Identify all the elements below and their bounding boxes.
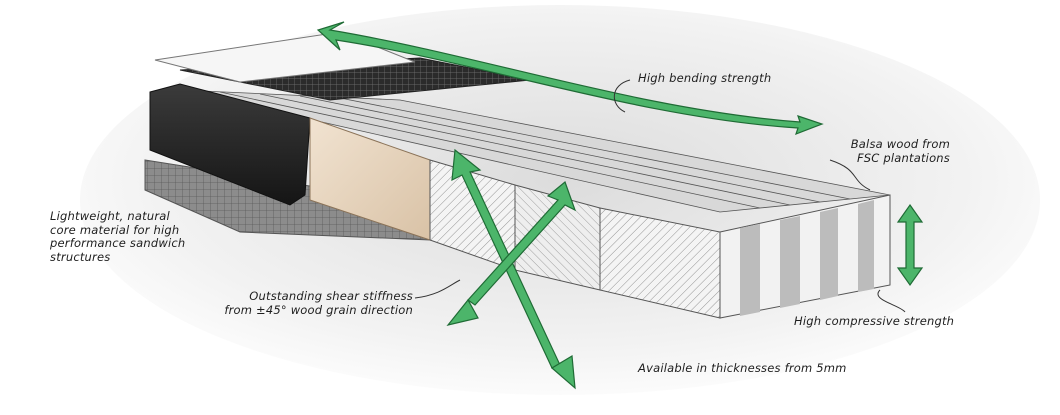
top-white-skin	[154, 31, 416, 83]
dark-edge-layer	[149, 83, 311, 206]
leader-lines	[414, 79, 906, 313]
label-shear-stiffness: Outstanding shear stiffness from ±45° wo…	[224, 289, 413, 317]
label-compressive-strength: High compressive strength	[794, 314, 955, 328]
bending-arrow-icon	[316, 21, 824, 136]
striped-end-bands	[740, 200, 874, 316]
shear-arrow-icon-2	[446, 180, 577, 326]
compressive-arrow-icon	[896, 203, 924, 287]
core-top-stripes	[219, 91, 851, 209]
label-bending-strength: High bending strength	[638, 71, 772, 85]
striped-end-block	[719, 194, 891, 319]
label-lightweight-core: Lightweight, natural core material for h…	[50, 209, 186, 264]
label-balsa-wood: Balsa wood from FSC plantations	[850, 137, 950, 165]
label-thickness: Available in thicknesses from 5mm	[638, 361, 847, 375]
